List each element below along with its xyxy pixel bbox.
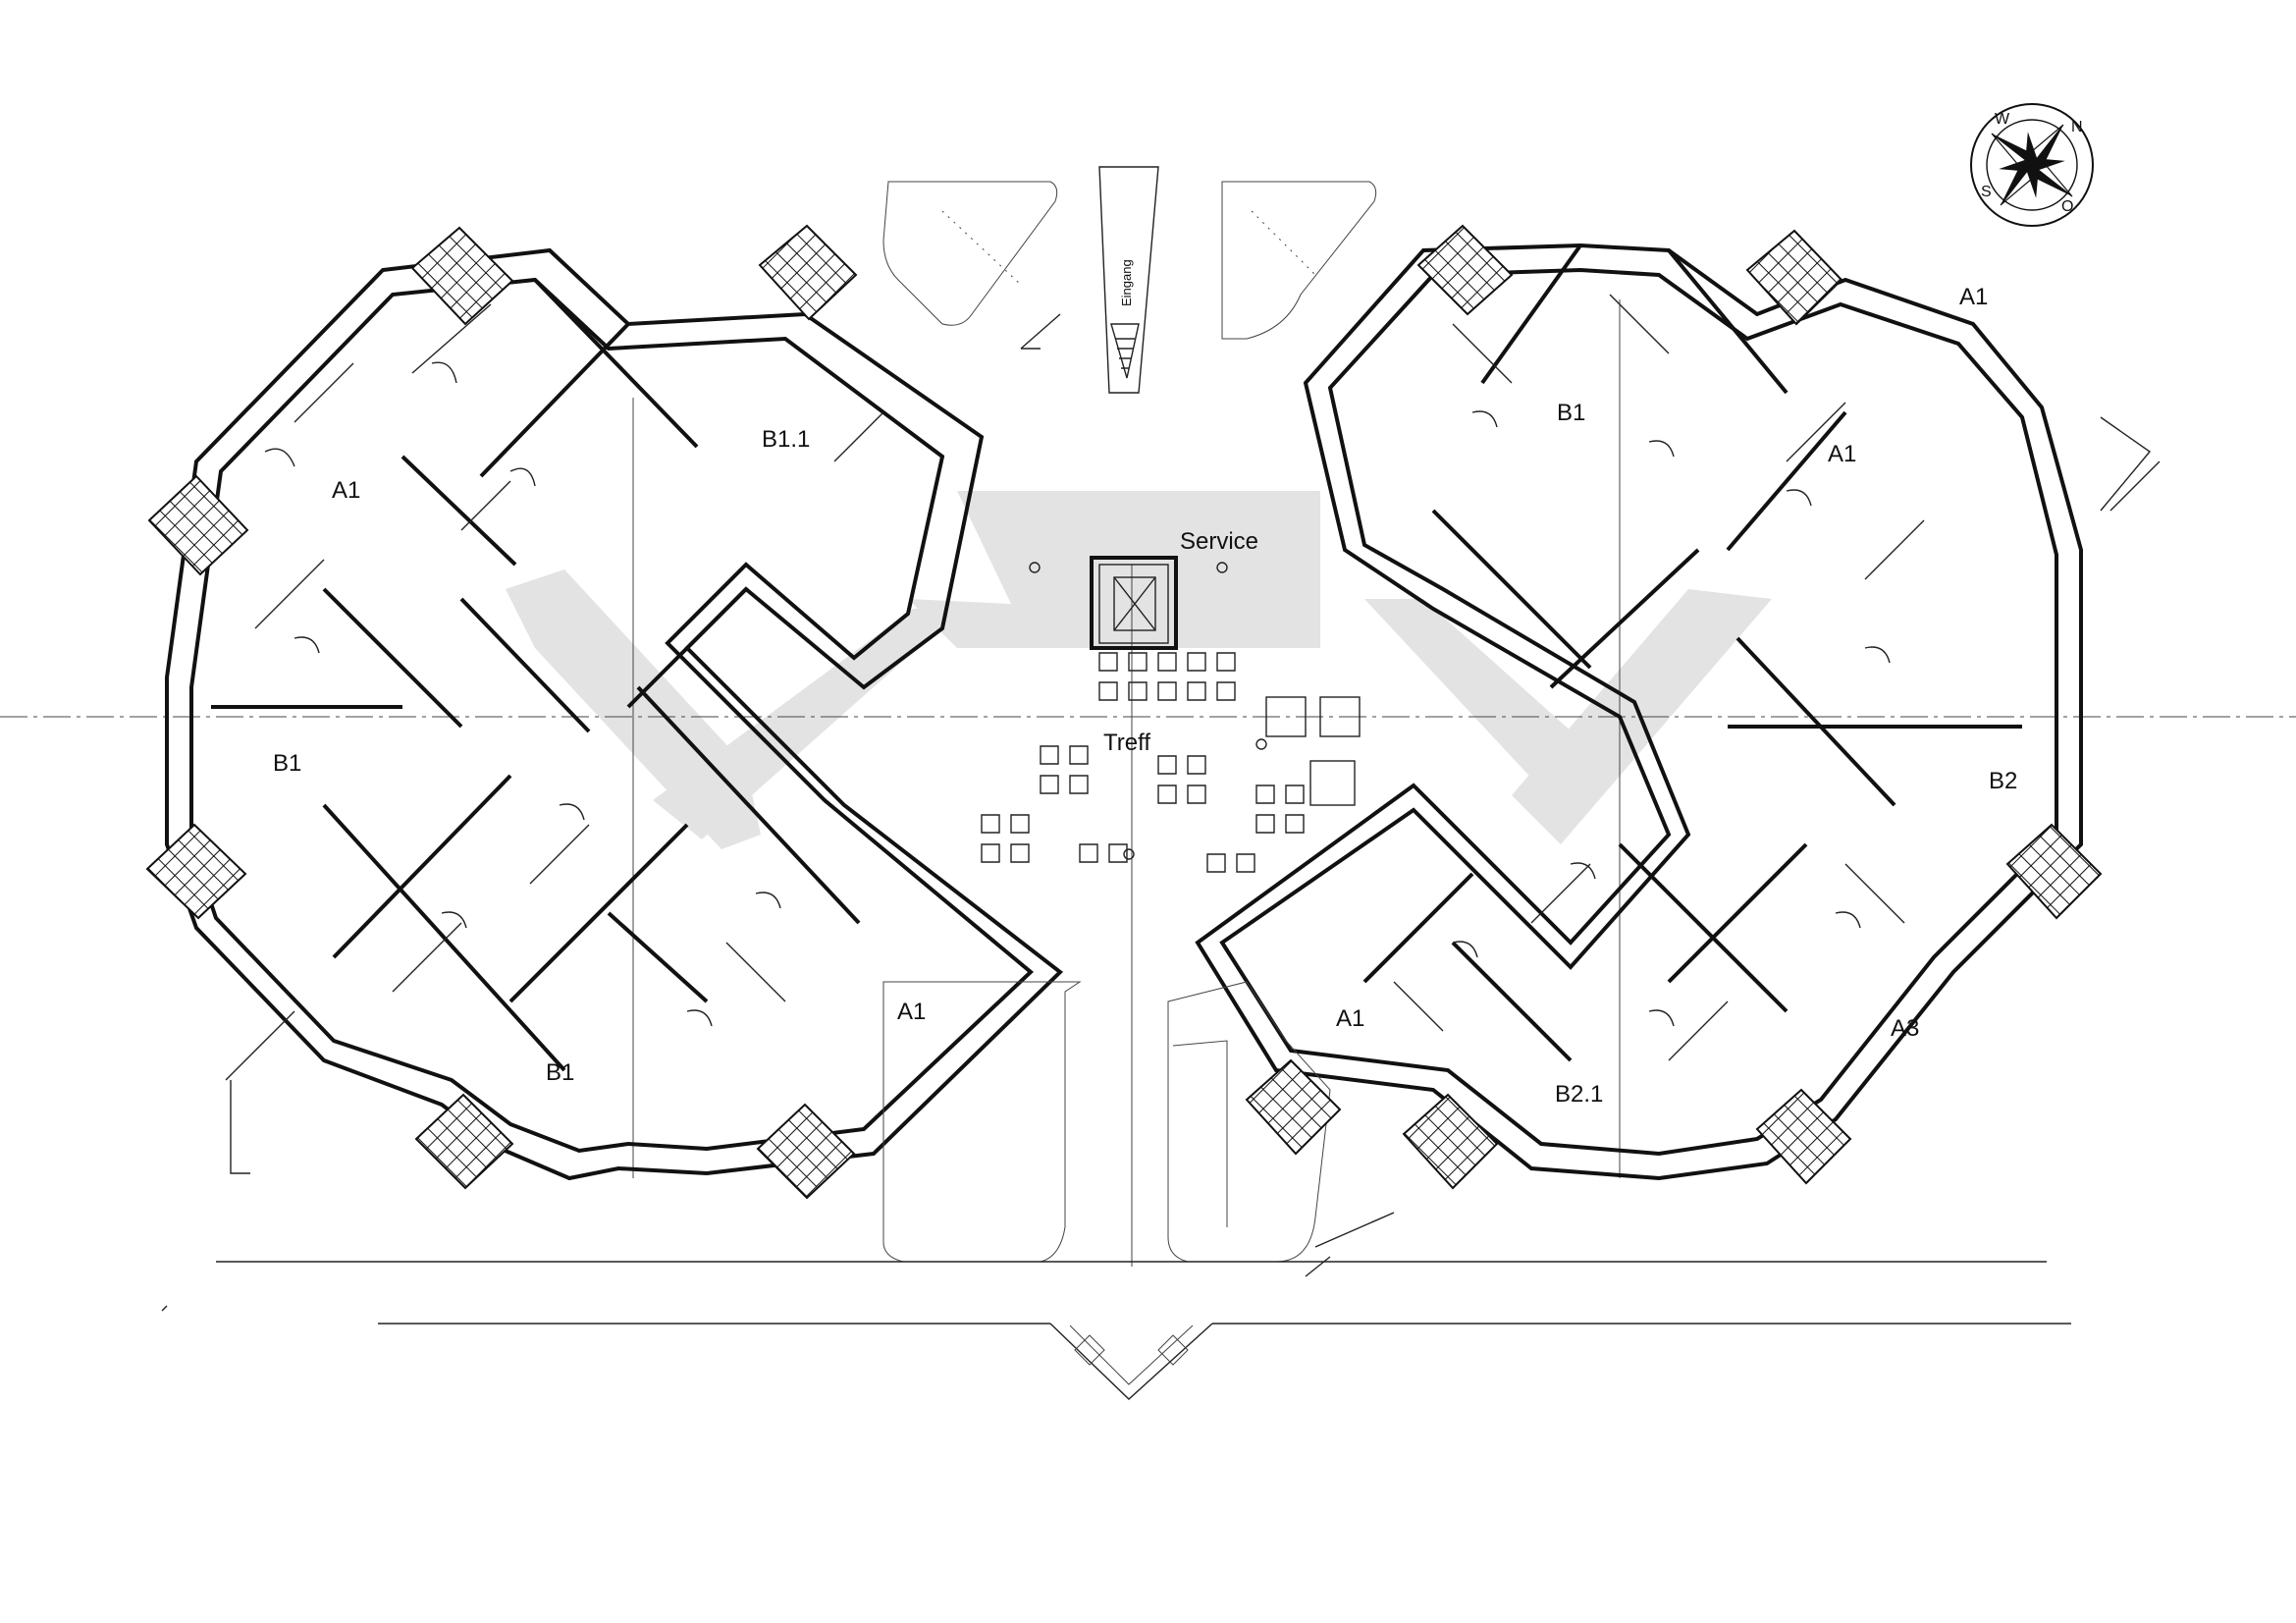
- entrance-ramp: Eingang: [1020, 166, 1159, 394]
- room-label-a1-top-left: A1: [332, 477, 360, 504]
- compass-north: N: [2071, 119, 2083, 135]
- circulation-zone: [506, 491, 1772, 849]
- room-label-a1-right-upper: A1: [1828, 441, 1856, 467]
- compass-rose: N O S W: [1970, 103, 2094, 227]
- room-label-b1-bottom-left: B1: [546, 1059, 574, 1086]
- room-label-a1-bottom-center-right: A1: [1336, 1005, 1364, 1032]
- room-label-b1-top-right: B1: [1557, 400, 1585, 426]
- axis-lines: [0, 299, 2296, 1267]
- compass-south: S: [1981, 184, 1992, 200]
- right-wing: [1195, 243, 2083, 1181]
- site-outlines: [161, 181, 2161, 1400]
- room-label-b21: B2.1: [1555, 1081, 1603, 1108]
- compass-star-icon: [1991, 124, 2073, 206]
- treff-furniture: [981, 556, 1361, 873]
- zone-label-service: Service: [1180, 528, 1258, 555]
- room-label-b11: B1.1: [762, 426, 810, 453]
- room-label-a1-corner: A1: [1959, 284, 1988, 310]
- room-label-a1-bottom-center-left: A1: [897, 999, 926, 1025]
- paving-patches: [145, 224, 2103, 1200]
- room-label-a3: A3: [1891, 1015, 1919, 1042]
- room-label-b2: B2: [1989, 768, 2017, 794]
- zone-label-treff: Treff: [1103, 730, 1150, 756]
- compass-east: O: [2061, 198, 2073, 215]
- room-label-b1-mid-left: B1: [273, 750, 301, 777]
- left-wing: [165, 247, 1064, 1181]
- room-labels: A1 B1 B1 B1.1 B1 A1 A1 B2 A3 B2.1 A1 A1 …: [273, 284, 2017, 1108]
- compass-west: W: [1995, 111, 2010, 128]
- entrance-label: Eingang: [1119, 259, 1134, 306]
